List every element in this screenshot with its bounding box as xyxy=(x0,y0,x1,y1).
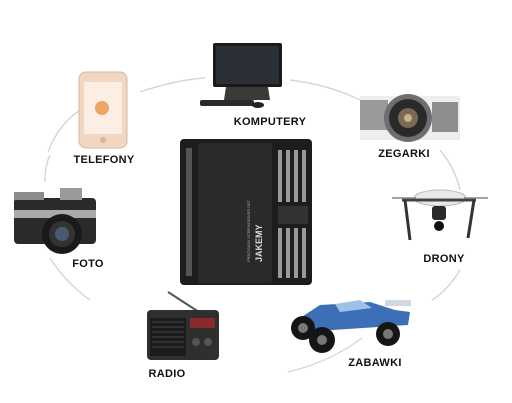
computer-monitor-icon xyxy=(200,43,282,108)
label-komputery: KOMPUTERY xyxy=(233,116,307,128)
label-zabawki: ZABAWKI xyxy=(348,357,402,369)
label-radio: RADIO xyxy=(148,368,186,380)
rc-car-icon xyxy=(291,300,411,353)
kit-caption-text: PRECISION SCREWDRIVER SET xyxy=(246,199,251,262)
radio-icon xyxy=(147,291,219,360)
wristwatch-icon xyxy=(360,94,460,142)
label-foto: FOTO xyxy=(72,258,104,270)
camera-icon xyxy=(14,188,96,254)
drone-icon xyxy=(392,189,488,241)
kit-brand-text: JAKEMY xyxy=(254,224,264,262)
label-drony: DRONY xyxy=(423,253,465,265)
label-telefony: TELEFONY xyxy=(73,154,135,166)
label-zegarki: ZEGARKI xyxy=(378,148,430,160)
screwdriver-kit-icon xyxy=(180,139,312,285)
smartphone-icon xyxy=(78,71,128,149)
